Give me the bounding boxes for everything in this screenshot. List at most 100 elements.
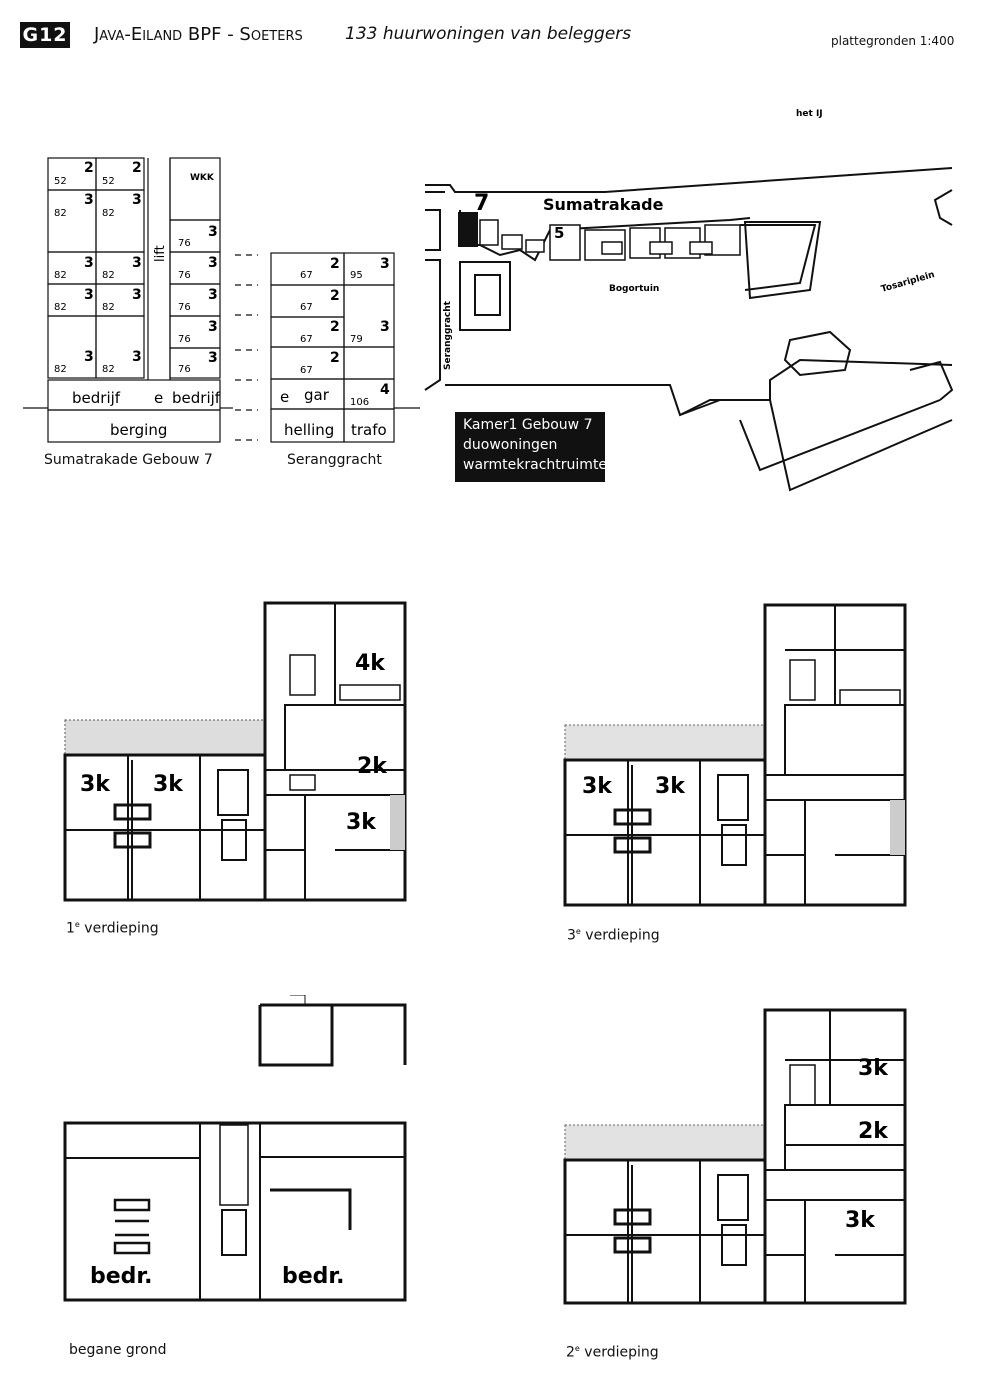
sumatrakade-label: Sumatrakade — [543, 195, 664, 214]
caption-text: verdieping — [585, 927, 660, 944]
cell-area: 82 — [54, 208, 67, 219]
caption-text: verdieping — [84, 920, 159, 937]
unit-label: 3k — [153, 772, 184, 797]
lift-label: lift — [153, 245, 168, 262]
caption-num: 1 — [66, 920, 75, 937]
plan-caption: begane grond — [69, 1342, 167, 1358]
cell-rooms: 3 — [208, 255, 218, 271]
caption-sup: e — [574, 1344, 580, 1353]
cell-area: 95 — [350, 270, 363, 281]
cell-rooms: 3 — [132, 192, 142, 208]
cell-area: 76 — [178, 364, 191, 375]
plan-caption: 2e verdieping — [566, 1344, 659, 1361]
legend-line: warmtekrachtruimte — [463, 457, 608, 473]
cell-area: 67 — [300, 270, 313, 281]
cell-rooms: 3 — [132, 349, 142, 365]
unit-label: bedr. — [90, 1264, 153, 1289]
cell-area: 79 — [350, 334, 363, 345]
building-7-number: 7 — [474, 191, 489, 216]
floor-plan-ground: bedr. bedr. — [63, 995, 407, 1302]
gar-label: gar — [304, 386, 330, 404]
berging-label: berging — [110, 421, 167, 439]
legend-line: duowoningen — [463, 437, 558, 453]
cell-area: 82 — [54, 302, 67, 313]
caption-num: 3 — [567, 927, 576, 944]
cell-area: 82 — [54, 364, 67, 375]
seranggracht-map-label: Seranggracht — [443, 300, 453, 370]
cell-area: 52 — [54, 176, 67, 187]
bogortuin-label: Bogortuin — [609, 284, 659, 294]
cell-area: 76 — [178, 334, 191, 345]
cell-area: 82 — [102, 302, 115, 313]
cell-rooms: 3 — [208, 224, 218, 240]
cell-rooms: 3 — [380, 319, 390, 335]
caption-text: verdieping — [584, 1344, 659, 1361]
cell-rooms: 3 — [208, 350, 218, 366]
caption-sup: e — [74, 920, 80, 929]
cell-area: 67 — [300, 365, 313, 376]
cell-rooms: 2 — [330, 350, 340, 366]
cell-rooms: 3 — [380, 256, 390, 272]
section-diagram: 52 2 52 2 82 3 82 3 82 3 82 3 82 3 82 3 … — [23, 157, 420, 443]
cell-area: 76 — [178, 302, 191, 313]
cell-rooms: 3 — [208, 319, 218, 335]
plan-caption: 3e verdieping — [567, 927, 660, 944]
unit-label: bedr. — [282, 1264, 345, 1289]
e-label: e — [154, 389, 163, 407]
cell-area: 67 — [300, 302, 313, 313]
site-map: het IJ 7 Sumatrakade 5 Bogortuin Tosarip — [424, 109, 954, 492]
scale-label: plattegronden 1:400 — [831, 34, 955, 48]
building-5-number: 5 — [554, 224, 564, 242]
cell-rooms: 3 — [132, 255, 142, 271]
cell-rooms: 2 — [84, 160, 94, 176]
unit-label: 2k — [357, 754, 388, 779]
caption-sup: e — [575, 927, 581, 936]
document-title: Java-Eiland BPF - Soeters — [94, 24, 303, 45]
gebouw7-caption: Sumatrakade Gebouw 7 — [44, 452, 213, 468]
cell-rooms: 3 — [132, 287, 142, 303]
het-ij-label: het IJ — [796, 109, 823, 119]
cell-area: 82 — [102, 208, 115, 219]
cell-rooms: 2 — [132, 160, 142, 176]
plan-caption: 1e verdieping — [66, 920, 159, 937]
cell-rooms: 3 — [84, 192, 94, 208]
cell-rooms: 3 — [84, 255, 94, 271]
cell-area: 82 — [102, 270, 115, 281]
legend-box: Kamer1 Gebouw 7 duowoningen warmtekracht… — [455, 412, 608, 482]
unit-label: 3k — [655, 774, 686, 799]
bedrijf-label: bedrijf — [72, 389, 121, 407]
cell-area: 82 — [102, 364, 115, 375]
seranggracht-caption: Seranggracht — [287, 452, 382, 468]
cell-area: 106 — [350, 397, 369, 408]
cell-area: 52 — [102, 176, 115, 187]
wkk-label: WKK — [190, 173, 215, 183]
bedrijf-label: bedrijf — [172, 389, 221, 407]
helling-label: helling — [284, 421, 334, 439]
cell-rooms: 3 — [84, 349, 94, 365]
unit-label: 3k — [346, 810, 377, 835]
unit-label: 4k — [355, 651, 386, 676]
unit-label: 3k — [858, 1056, 889, 1081]
unit-label: 2k — [858, 1119, 889, 1144]
floor-plan-third: 3k 3k — [563, 603, 907, 907]
cell-rooms: 3 — [84, 287, 94, 303]
cell-area: 76 — [178, 270, 191, 281]
cell-area: 76 — [178, 238, 191, 249]
unit-label: 3k — [845, 1208, 876, 1233]
cell-rooms: 2 — [330, 256, 340, 272]
cell-rooms: 2 — [330, 288, 340, 304]
cell-area: 82 — [54, 270, 67, 281]
chapter-badge: G12 — [20, 22, 70, 48]
caption-num: 2 — [566, 1344, 575, 1361]
floor-plan-first: 4k 2k 3k 3k 3k — [63, 601, 407, 902]
unit-label: 3k — [80, 772, 111, 797]
unit-label: 3k — [582, 774, 613, 799]
floor-plan-second: 3k 2k 3k — [563, 1008, 907, 1305]
cell-rooms: 2 — [330, 319, 340, 335]
cell-area: 67 — [300, 334, 313, 345]
tosariplein-label: Tosariplein — [880, 270, 936, 295]
e-label: e — [280, 388, 289, 406]
trafo-label: trafo — [351, 421, 387, 439]
cell-rooms: 4 — [380, 382, 390, 398]
document-subtitle: 133 huurwoningen van beleggers — [345, 24, 632, 44]
